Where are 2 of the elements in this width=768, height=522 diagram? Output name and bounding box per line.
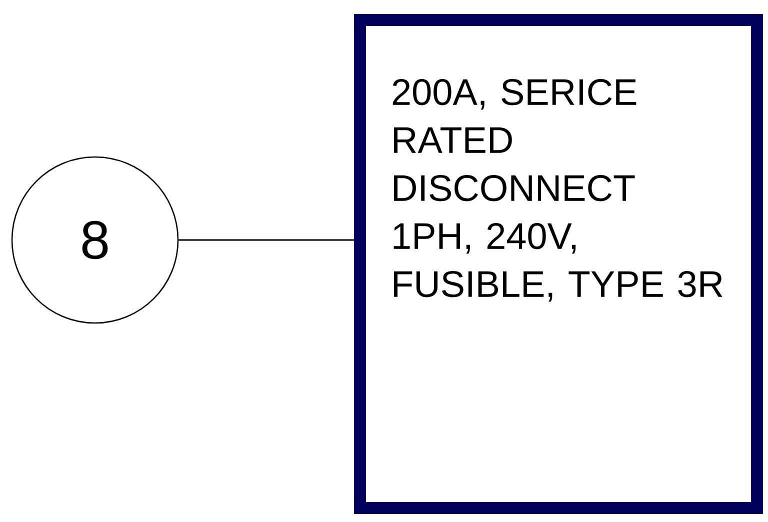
connector-line — [178, 239, 354, 241]
equipment-box: 200A, SERICE RATED DISCONNECT 1PH, 240V, FUSIBLE, TYPE 3R — [354, 14, 763, 514]
